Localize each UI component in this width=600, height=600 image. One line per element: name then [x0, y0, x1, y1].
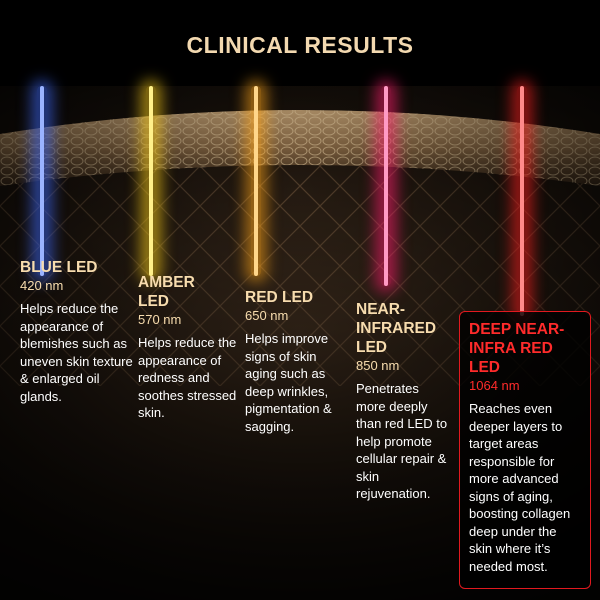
blue-light-beam: [37, 86, 47, 276]
led-description: Penetrates more deeply than red LED to h…: [356, 381, 448, 501]
led-wavelength: 1064 nm: [469, 378, 520, 393]
led-name: AMBER LED: [138, 274, 195, 310]
near-infrared-led-column: NEAR-INFRARED LED 850 nm Penetrates more…: [356, 300, 452, 503]
deep-near-infrared-highlight-box: [459, 311, 591, 589]
amber-led-column: AMBER LED 570 nm Helps reduce the appear…: [138, 273, 241, 422]
near-infrared-light-beam: [381, 86, 391, 286]
led-wavelength: 650 nm: [245, 308, 289, 323]
led-description: Helps reduce the appearance of blemishes…: [20, 301, 133, 404]
led-description: Helps reduce the appearance of redness a…: [138, 335, 237, 420]
deep-near-infrared-light-beam: [517, 86, 527, 316]
blue-led-column: BLUE LED 420 nm Helps reduce the appeara…: [20, 258, 135, 405]
led-name: BLUE LED: [20, 259, 98, 276]
red-light-beam: [251, 86, 261, 276]
page-title: CLINICAL RESULTS: [186, 32, 414, 58]
led-wavelength: 420 nm: [20, 278, 64, 293]
led-name: DEEP NEAR-INFRA RED LED: [469, 321, 565, 376]
led-wavelength: 850 nm: [356, 358, 400, 373]
amber-light-beam: [146, 86, 156, 276]
title-bar: CLINICAL RESULTS: [0, 0, 600, 86]
red-led-column: RED LED 650 nm Helps improve signs of sk…: [245, 288, 345, 435]
led-description: Helps improve signs of skin aging such a…: [245, 331, 332, 434]
deep-near-infrared-led-column: DEEP NEAR-INFRA RED LED 1064 nm Reaches …: [469, 320, 583, 575]
led-wavelength: 570 nm: [138, 312, 182, 327]
led-description: Reaches even deeper layers to target are…: [469, 401, 571, 574]
led-name: RED LED: [245, 289, 314, 306]
led-name: NEAR-INFRARED LED: [356, 301, 437, 356]
